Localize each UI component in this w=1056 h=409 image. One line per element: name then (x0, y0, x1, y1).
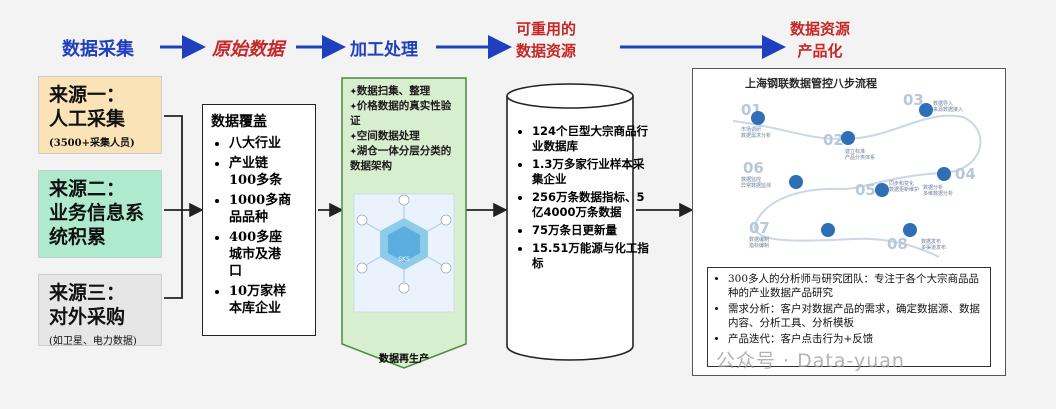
source-3-sub: (如卫星、电力数据) (49, 336, 137, 347)
processing-center-label: SKS (398, 256, 410, 263)
resource-list: 124个巨型大宗商品行业数据库 1.3万多家行业样本采集企业 256万条数据指标… (514, 124, 650, 274)
step-label: 数据编制 指标编制 (749, 237, 770, 249)
processing-list: 数据扫集、整理 价格数据的真实性验证 空间数据处理 湖仓一体分层分类的数据架构 (350, 84, 460, 174)
raw-data-item: 八大行业 (229, 135, 309, 152)
step-label: 数据监控 异常数据监测 (741, 177, 772, 189)
raw-data-item: 400多座 城市及港 口 (229, 229, 309, 280)
raw-data-item: 10万家样 本库企业 (229, 283, 309, 317)
source-1-sub: (3500+采集人员) (49, 138, 135, 149)
source-manual-collection: 来源一： 人工采集 (3500+采集人员) (38, 76, 162, 154)
step-dot (751, 111, 765, 125)
step-dot (841, 131, 855, 145)
step-label: 数据导入 来源数据接入 (933, 101, 964, 113)
step-number: 08 (887, 235, 908, 253)
processing-item: 湖仓一体分层分类的数据架构 (350, 144, 460, 174)
step-dot (919, 103, 933, 117)
stage-collection: 数据采集 (62, 39, 134, 60)
step-number: 06 (743, 159, 764, 177)
step-dot (903, 223, 917, 237)
step-number: 02 (823, 131, 844, 149)
resource-item: 75万条日更新量 (532, 223, 650, 238)
product-bullets-box: 300多人的分析师与研究团队：专注于各个大宗商品品种的产业数据产品研究 需求分析… (707, 267, 991, 367)
resource-item: 124个巨型大宗商品行业数据库 (532, 124, 650, 154)
watermark: 公众号 · Data-yuan (716, 350, 905, 372)
product-box: 上海钢联数据管控八步流程 01 市场调研 数据需求分析 02 建立标准 产品分类… (692, 68, 1006, 376)
step-label: 市场调研 数据需求分析 (741, 127, 772, 139)
resource-item: 15.51万能源与化工指标 (532, 241, 650, 271)
step-dot (789, 175, 803, 189)
processing-item: 价格数据的真实性验证 (350, 99, 460, 129)
step-label: 建立标准 产品分类体系 (845, 149, 876, 161)
raw-data-list: 八大行业 产业链 100多条 1000多商 品品种 400多座 城市及港 口 1… (211, 135, 309, 317)
source-2-title: 来源二： 业务信息系 统积累 (49, 178, 145, 248)
step-label: 数据发布 多渠道发布 (921, 239, 947, 251)
step-label: 数据分析 多维数据分析 (923, 185, 954, 197)
raw-data-item: 1000多商 品品种 (229, 192, 309, 226)
source-external-purchase: 来源三： 对外采购 (如卫星、电力数据) (38, 274, 162, 347)
product-bullets: 300多人的分析师与研究团队：专注于各个大宗商品品种的产业数据产品研究 需求分析… (712, 272, 984, 346)
raw-data-box: 数据覆盖 八大行业 产业链 100多条 1000多商 品品种 400多座 城市及… (202, 104, 316, 336)
stage-processing: 加工处理 (350, 40, 418, 60)
resource-cylinder (506, 83, 634, 361)
resource-item: 256万条数据指标、5亿4000万条数据 (532, 190, 650, 220)
resource-item: 1.3万多家行业样本采集企业 (532, 157, 650, 187)
stage-reusable-resource: 可重用的 数据资源 (516, 20, 577, 60)
product-bullet: 需求分析：客户对数据产品的需求，确定数据源、数据内容、分析工具、分析模板 (728, 302, 984, 330)
step-number: 03 (903, 91, 924, 109)
processing-item: 数据扫集、整理 (350, 84, 460, 99)
step-label: 同步和变化 数据更新维护 (889, 181, 920, 193)
eight-step-flow (732, 114, 982, 258)
source-3-title: 来源三： 对外采购 (49, 282, 126, 328)
step-dot (937, 167, 951, 181)
stage-raw-data: 原始数据 (212, 39, 284, 60)
step-number: 05 (855, 181, 876, 199)
processing-item: 空间数据处理 (350, 129, 460, 144)
step-number: 04 (955, 165, 976, 183)
processing-footer: 数据再生产 (379, 354, 429, 365)
connector-source-1 (164, 115, 183, 210)
raw-data-item: 产业链 100多条 (229, 155, 309, 189)
stage-productization: 数据资源 产品化 (790, 20, 851, 60)
product-title: 上海钢联数据管控八步流程 (745, 77, 877, 90)
step-number: 07 (749, 219, 770, 237)
step-dot (821, 223, 835, 237)
source-business-system: 来源二： 业务信息系 统积累 (38, 170, 162, 258)
step-dot (875, 183, 889, 197)
connector-source-3 (164, 210, 183, 299)
raw-data-heading: 数据覆盖 (211, 114, 267, 130)
product-bullet: 产品迭代：客户点击行为+反馈 (728, 332, 984, 346)
source-1-title: 来源一： 人工采集 (49, 84, 126, 130)
product-bullet: 300多人的分析师与研究团队：专注于各个大宗商品品种的产业数据产品研究 (728, 272, 984, 300)
